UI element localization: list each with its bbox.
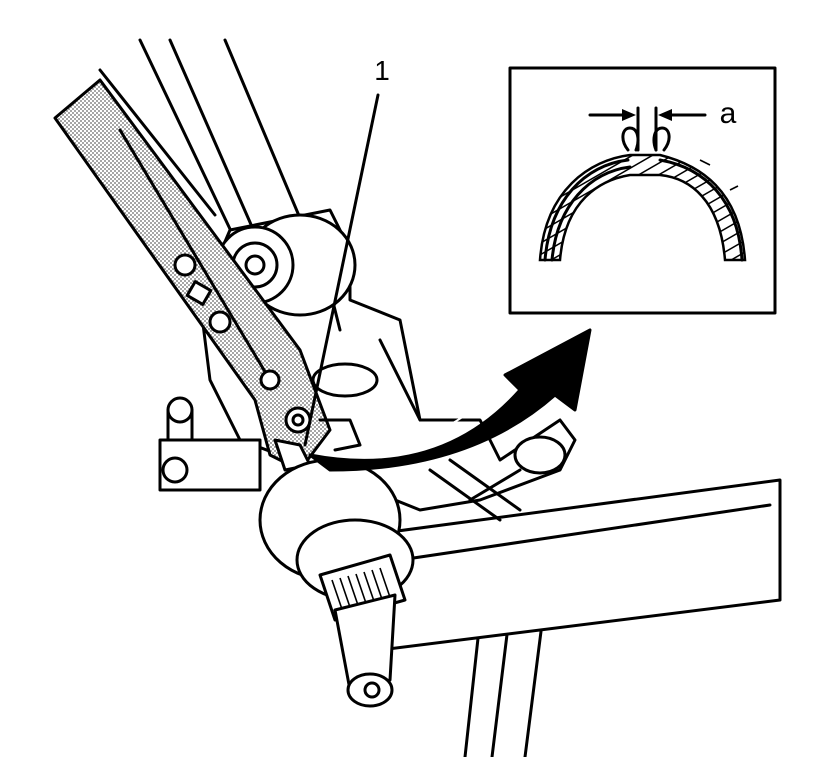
dimension-indicator: a (588, 97, 737, 152)
inset-clamp-ring (538, 126, 747, 262)
inset-detail: a (508, 66, 777, 315)
dimension-label: a (720, 97, 737, 130)
axle-splines (331, 567, 394, 619)
axle-shaft-assembly (258, 458, 415, 708)
arrow-right-icon (622, 109, 636, 121)
rotation-arrow-icon (308, 328, 592, 472)
callout-1-label: 1 (374, 55, 390, 86)
upper-mount-eye (215, 213, 357, 317)
clamp-pliers-tool (53, 78, 362, 472)
inset-frame (508, 66, 777, 315)
callout-1-leader (303, 93, 380, 447)
arrow-left-icon (658, 109, 672, 121)
callout-1: 1 (303, 55, 390, 447)
